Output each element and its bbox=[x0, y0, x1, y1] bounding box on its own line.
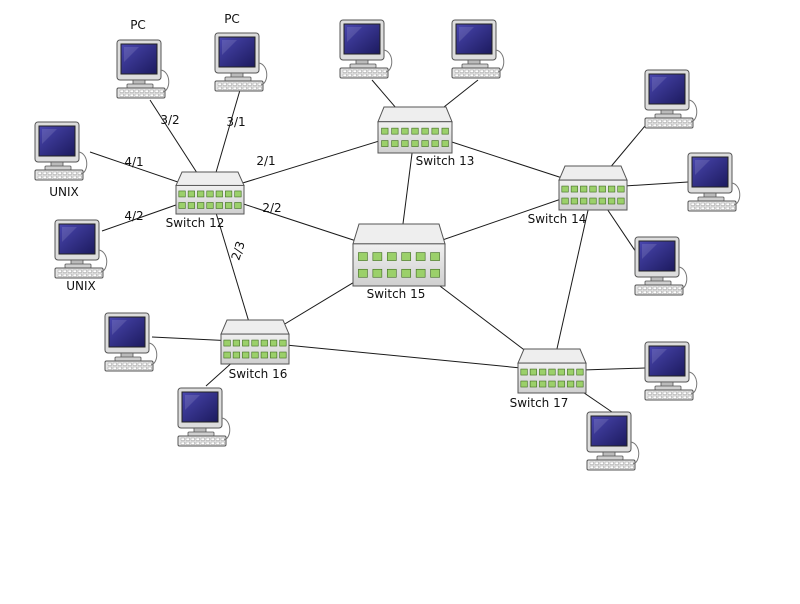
computer-icon bbox=[339, 19, 393, 79]
switch-label: Switch 14 bbox=[528, 212, 587, 226]
network-switch-icon bbox=[220, 319, 290, 365]
link-s12-s16 bbox=[209, 192, 256, 343]
network-switch-icon bbox=[558, 165, 628, 211]
host-h16a[interactable] bbox=[104, 312, 158, 372]
switch-label: Switch 17 bbox=[510, 396, 569, 410]
network-switch-icon bbox=[377, 106, 453, 154]
switch-s13[interactable]: Switch 13 bbox=[377, 106, 475, 168]
network-switch-icon bbox=[517, 348, 587, 394]
host-h16b[interactable] bbox=[177, 387, 231, 447]
port-label: 4/1 bbox=[124, 155, 143, 169]
port-label: 2/2 bbox=[262, 201, 281, 215]
network-switch-icon bbox=[175, 171, 245, 215]
switch-s17[interactable]: Switch 17 bbox=[510, 348, 587, 410]
computer-icon bbox=[687, 152, 741, 212]
switch-label: Switch 12 bbox=[166, 216, 225, 230]
switch-label: Switch 13 bbox=[416, 154, 475, 168]
host-h13a[interactable] bbox=[339, 19, 393, 79]
host-h13b[interactable] bbox=[451, 19, 505, 79]
host-pc-right[interactable]: PC bbox=[214, 12, 268, 92]
host-unix-top[interactable]: UNIX bbox=[34, 121, 88, 199]
computer-icon bbox=[634, 236, 688, 296]
switch-label: Switch 16 bbox=[229, 367, 288, 381]
computer-icon bbox=[586, 411, 640, 471]
host-h17a[interactable] bbox=[644, 341, 698, 401]
port-label: 3/2 bbox=[160, 113, 179, 127]
host-label: UNIX bbox=[49, 185, 79, 199]
switch-s16[interactable]: Switch 16 bbox=[220, 319, 290, 381]
computer-icon bbox=[34, 121, 88, 181]
host-h14b[interactable] bbox=[687, 152, 741, 212]
port-labels-layer: 2/1 2/2 2/3 3/2 3/1 4/1 4/2 bbox=[124, 113, 281, 262]
host-label: PC bbox=[130, 18, 146, 32]
computer-icon bbox=[644, 341, 698, 401]
computer-icon bbox=[177, 387, 231, 447]
computer-icon bbox=[644, 69, 698, 129]
link-s14-s17 bbox=[551, 187, 594, 372]
host-label: UNIX bbox=[66, 279, 96, 293]
switch-label: Switch 15 bbox=[367, 287, 426, 301]
port-label: 4/2 bbox=[124, 209, 143, 223]
port-label: 2/1 bbox=[256, 154, 275, 168]
host-h17b[interactable] bbox=[586, 411, 640, 471]
switches-layer: Switch 12 Switch 13 Switch 14 Switch 15 Swit… bbox=[166, 106, 628, 410]
computer-icon bbox=[104, 312, 158, 372]
host-h14c[interactable] bbox=[634, 236, 688, 296]
computer-icon bbox=[451, 19, 505, 79]
switch-s15[interactable]: Switch 15 bbox=[352, 223, 446, 301]
port-label: 3/1 bbox=[226, 115, 245, 129]
computer-icon bbox=[54, 219, 108, 279]
link-s16-s17 bbox=[254, 341, 553, 372]
switch-s14[interactable]: Switch 14 bbox=[528, 165, 628, 226]
hosts-layer: PC PC UNIX UNIX bbox=[34, 12, 741, 471]
host-label: PC bbox=[224, 12, 240, 26]
network-switch-icon bbox=[352, 223, 446, 287]
host-h14a[interactable] bbox=[644, 69, 698, 129]
switch-s12[interactable]: Switch 12 bbox=[166, 171, 245, 230]
host-pc-left[interactable]: PC bbox=[116, 18, 170, 99]
computer-icon bbox=[116, 39, 170, 99]
port-label: 2/3 bbox=[229, 239, 248, 262]
computer-icon bbox=[214, 32, 268, 92]
host-unix-bottom[interactable]: UNIX bbox=[54, 219, 108, 293]
